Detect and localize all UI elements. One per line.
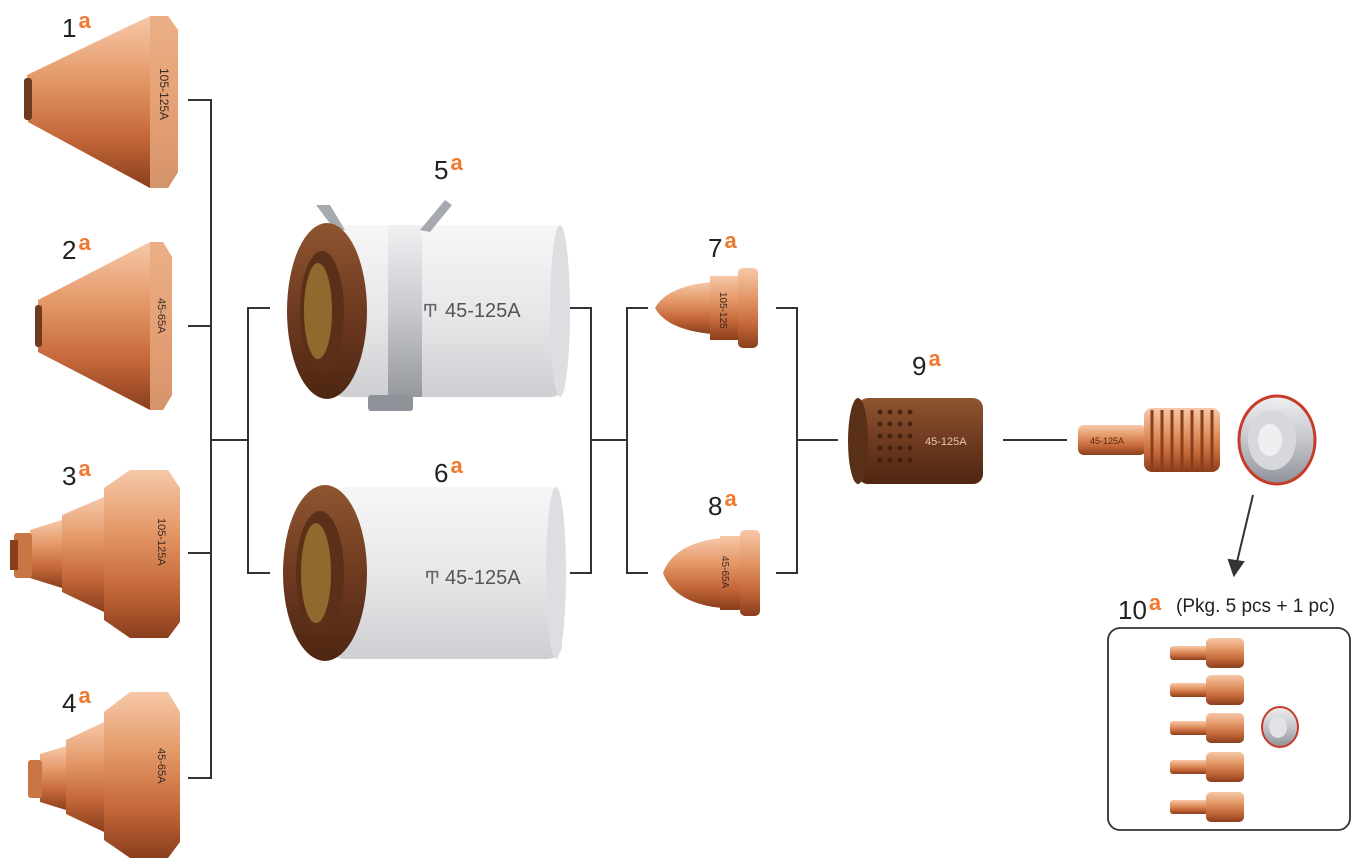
package-electrode — [1170, 792, 1244, 822]
package-note: (Pkg. 5 pcs + 1 pc) — [1176, 596, 1335, 617]
nozzle-105-125: 105-125 — [655, 268, 758, 348]
package-electrode — [1170, 638, 1244, 668]
hypertherm-logo-icon: Ͳ — [424, 568, 440, 588]
swirl9-label: 45-125A — [925, 436, 967, 448]
cap5-label: 45-125A — [445, 300, 521, 322]
electrode-label: 45-125A — [1090, 436, 1124, 446]
package-water-tube — [1261, 706, 1299, 748]
shield2-label: 45-65A — [155, 298, 167, 334]
package-electrode — [1170, 675, 1244, 705]
callout-9: 9a — [912, 346, 941, 381]
package-electrode — [1170, 752, 1244, 782]
callout-3: 3a — [62, 456, 91, 491]
shield-ohmic-45-65a: 45-65A — [28, 692, 180, 858]
swirl-holes — [877, 409, 913, 463]
package-electrodes — [1170, 638, 1244, 822]
callout-7: 7a — [708, 228, 737, 263]
water-tube — [1237, 394, 1317, 486]
electrode-package-box — [1107, 627, 1351, 831]
shield1-label: 105-125A — [157, 68, 171, 120]
shield-45-65a: 45-65A — [35, 242, 172, 410]
callout-1: 1a — [62, 8, 91, 43]
nozzle7-label: 105-125 — [717, 292, 728, 329]
nozzle8-label: 45-65A — [719, 556, 730, 589]
callout-2: 2a — [62, 230, 91, 265]
callout-10: 10a — [1118, 590, 1162, 625]
electrode: 45-125A — [1078, 408, 1220, 472]
shield-105-125a: 105-125A — [24, 16, 178, 188]
shield3-label: 105-125A — [155, 518, 167, 566]
connector-lines — [188, 99, 1254, 779]
retaining-cap: 45-125A Ͳ — [283, 485, 566, 661]
retaining-cap-ohmic: 45-125A Ͳ — [287, 200, 570, 411]
callout-4: 4a — [62, 683, 91, 718]
callout-8: 8a — [708, 486, 737, 521]
shield4-label: 45-65A — [155, 748, 167, 784]
shield-ohmic-105-125a: 105-125A — [10, 470, 180, 638]
cap6-label: 45-125A — [445, 567, 521, 589]
swirl-ring: 45-125A — [848, 398, 983, 484]
nozzle-45-65a: 45-65A — [663, 530, 760, 616]
callout-6: 6a — [434, 453, 463, 488]
callout-5: 5a — [434, 150, 463, 185]
electrode-threads — [1150, 410, 1214, 470]
package-electrode — [1170, 713, 1244, 743]
hypertherm-logo-icon: Ͳ — [422, 301, 438, 321]
